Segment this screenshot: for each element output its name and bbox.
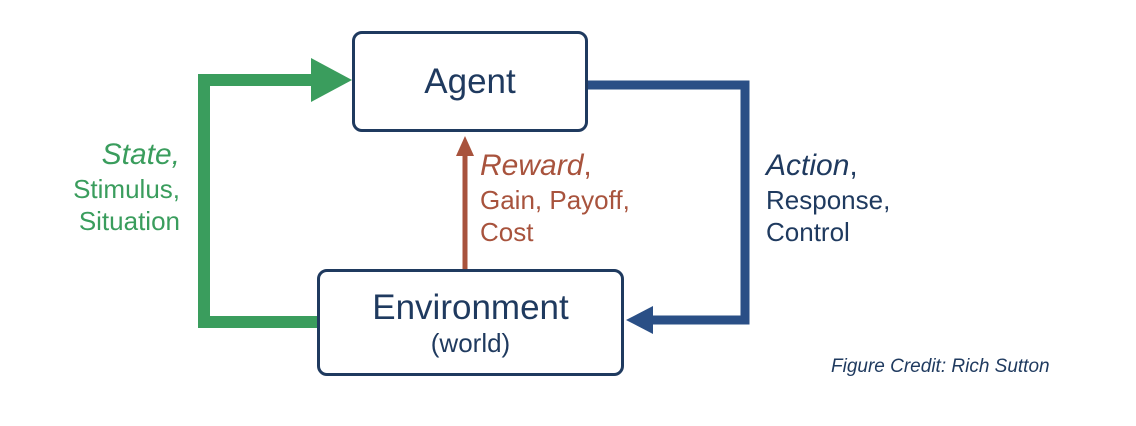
action-label-group: Action, Response, Control bbox=[766, 148, 890, 248]
reward-label-group: Reward, Gain, Payoff, Cost bbox=[480, 148, 630, 248]
agent-label: Agent bbox=[424, 61, 516, 101]
action-arrow bbox=[588, 80, 750, 325]
action-title-comma: , bbox=[849, 149, 858, 182]
figure-credit: Figure Credit: Rich Sutton bbox=[831, 356, 1050, 377]
environment-label: Environment bbox=[372, 287, 569, 327]
state-label-group: State, Stimulus, Situation bbox=[73, 137, 180, 237]
action-line-2: Control bbox=[766, 217, 850, 247]
state-arrow bbox=[198, 74, 317, 328]
action-arrowhead bbox=[626, 306, 653, 334]
action-title: Action bbox=[766, 149, 850, 182]
state-line-2: Situation bbox=[78, 206, 180, 236]
agent-box: Agent bbox=[352, 31, 588, 132]
action-line-1: Response, bbox=[766, 185, 891, 215]
state-title: State, bbox=[101, 138, 180, 171]
state-arrowhead bbox=[311, 58, 352, 102]
reward-title: Reward bbox=[480, 149, 584, 182]
reward-arrowhead bbox=[456, 136, 474, 156]
reward-line-1: Gain, Payoff, bbox=[480, 185, 630, 215]
reward-line-2: Cost bbox=[480, 217, 534, 247]
state-line-1: Stimulus, bbox=[73, 174, 180, 204]
reward-title-comma: , bbox=[583, 149, 592, 182]
environment-sublabel: (world) bbox=[430, 327, 511, 358]
environment-box: Environment (world) bbox=[317, 269, 624, 376]
